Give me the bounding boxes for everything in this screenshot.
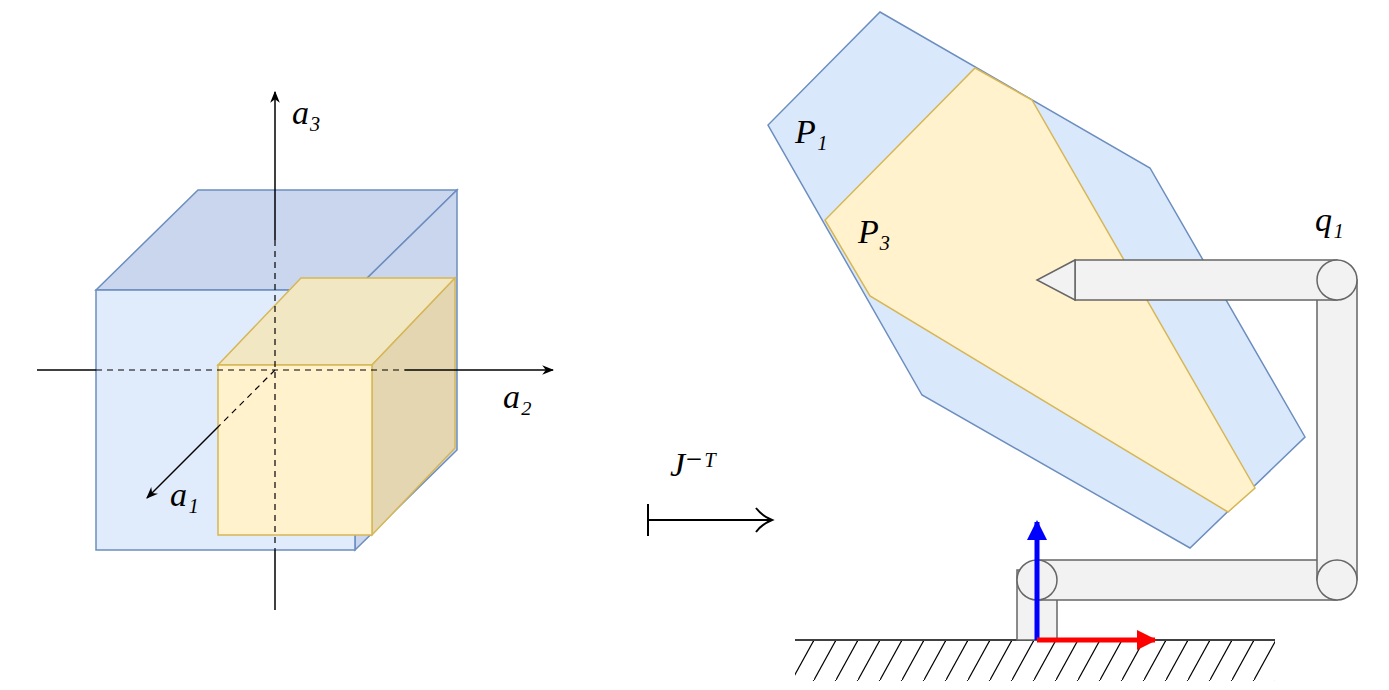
axis-line bbox=[218, 370, 275, 427]
cube-front bbox=[218, 365, 372, 535]
axis-label: a₃ bbox=[292, 96, 321, 130]
end-effector-tip bbox=[1037, 260, 1075, 300]
joint bbox=[1317, 560, 1357, 600]
axis-arrow bbox=[274, 92, 276, 190]
end-effector bbox=[1075, 260, 1337, 300]
axis-line bbox=[96, 369, 405, 370]
axis-line bbox=[274, 240, 275, 550]
joint bbox=[1317, 260, 1357, 300]
arm-link bbox=[1037, 560, 1337, 600]
axis-line bbox=[274, 550, 276, 610]
arm-link bbox=[1317, 280, 1357, 580]
axis-line bbox=[274, 190, 276, 240]
cube-side bbox=[372, 278, 455, 535]
region-label: P₁ bbox=[795, 115, 828, 149]
region-label: P₃ bbox=[858, 215, 891, 249]
map-label: J⁻ᵀ bbox=[670, 448, 716, 482]
mapsto-line bbox=[648, 519, 770, 521]
frame-axis bbox=[1035, 522, 1040, 640]
axis-line bbox=[37, 369, 96, 371]
ground-hatch bbox=[795, 641, 1275, 681]
axis-label: a₂ bbox=[503, 380, 532, 414]
mapsto-head bbox=[756, 508, 772, 532]
joint-label: q₁ bbox=[1315, 203, 1344, 237]
axis-label: a₁ bbox=[170, 478, 199, 512]
axis-arrow bbox=[405, 369, 553, 371]
frame-axis bbox=[1037, 638, 1155, 643]
